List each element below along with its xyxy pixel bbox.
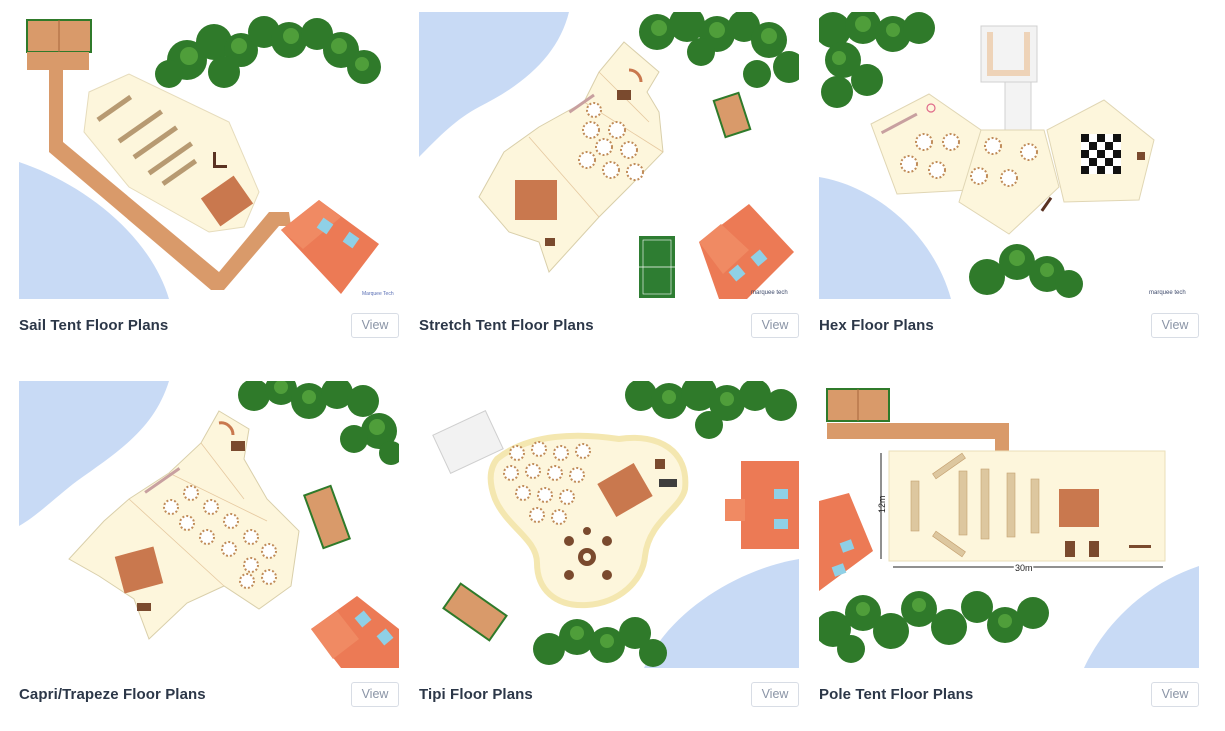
card-title[interactable]: Pole Tent Floor Plans (819, 686, 974, 703)
view-button[interactable]: View (351, 682, 399, 707)
height-dimension-label: 12m (877, 495, 887, 513)
sail-tent-watermark: Marquee Tech (362, 291, 394, 297)
hex-tent-illustration: marquee tech (819, 12, 1199, 299)
view-button[interactable]: View (1151, 682, 1199, 707)
card-caption: Hex Floor Plans View (819, 313, 1199, 339)
pole-tent-illustration: 12m 30m (819, 381, 1199, 668)
card-caption: Capri/Trapeze Floor Plans View (19, 682, 399, 708)
card-title[interactable]: Stretch Tent Floor Plans (419, 317, 594, 334)
width-dimension-label: 30m (1015, 563, 1033, 573)
card-caption: Tipi Floor Plans View (419, 682, 799, 708)
view-button[interactable]: View (751, 313, 799, 338)
card-caption: Pole Tent Floor Plans View (819, 682, 1199, 708)
view-button[interactable]: View (751, 682, 799, 707)
tipi-floor-plan-image[interactable] (419, 381, 799, 668)
stretch-tent-watermark: marquee tech (751, 290, 788, 296)
hex-floor-plan-image[interactable]: marquee tech (819, 12, 1199, 299)
card-title[interactable]: Capri/Trapeze Floor Plans (19, 686, 206, 703)
card-caption: Stretch Tent Floor Plans View (419, 313, 799, 339)
view-button[interactable]: View (351, 313, 399, 338)
card-title[interactable]: Tipi Floor Plans (419, 686, 533, 703)
stretch-tent-illustration: marquee tech (419, 12, 799, 299)
card-title[interactable]: Sail Tent Floor Plans (19, 317, 169, 334)
sail-tent-illustration: Marquee Tech (19, 12, 399, 299)
capri-trapeze-illustration (19, 381, 399, 668)
capri-trapeze-floor-plan-image[interactable] (19, 381, 399, 668)
pole-tent-floor-plan-image[interactable]: 12m 30m (819, 381, 1199, 668)
hex-watermark: marquee tech (1149, 290, 1186, 296)
sail-tent-floor-plan-image[interactable]: Marquee Tech (19, 12, 399, 299)
stretch-tent-floor-plan-image[interactable]: marquee tech (419, 12, 799, 299)
view-button[interactable]: View (1151, 313, 1199, 338)
card-title[interactable]: Hex Floor Plans (819, 317, 934, 334)
card-caption: Sail Tent Floor Plans View (19, 313, 399, 339)
tipi-illustration (419, 381, 799, 668)
